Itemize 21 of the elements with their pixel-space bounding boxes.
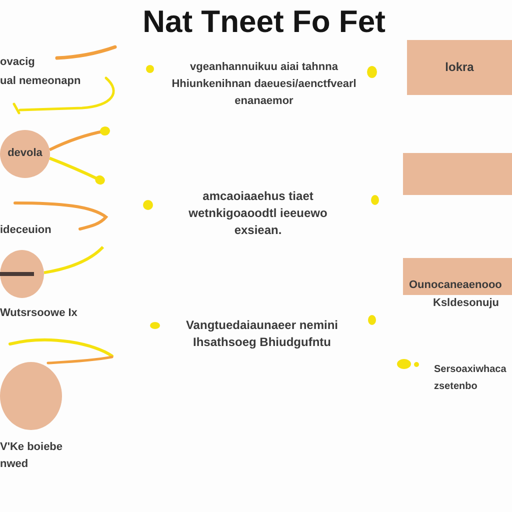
- box-node: [403, 153, 512, 195]
- connector-line: [48, 126, 110, 152]
- oval-node: [0, 250, 44, 298]
- title: Nat Tneet Fo Fet: [142, 4, 386, 40]
- side-label: Sersoaxiwhaca zsetenbo: [434, 363, 508, 394]
- connector-line: [49, 156, 105, 185]
- side-label: V'Ke boiebe nwed: [0, 440, 64, 472]
- body-text: vgeanhannuikuu aiai tahnna Hhiunkenihnan daeuesi/aenctfvearl enanaemor: [170, 60, 358, 109]
- node-label: Ounocaneaenooo: [409, 278, 502, 293]
- side-label: ovacig: [0, 55, 35, 70]
- node-label: devola: [8, 146, 42, 161]
- box-node: [407, 40, 512, 95]
- node-label: lokra: [445, 59, 474, 76]
- oval-node: [0, 130, 50, 178]
- body-text: amcaoiaaehus tiaet wetnkigoaoodtl ieeuewo exsiean.: [188, 188, 328, 239]
- connector-line: [44, 246, 104, 274]
- node-label: Ksldesonuju: [433, 296, 500, 311]
- side-label: ideceuion: [0, 223, 52, 238]
- side-label: Wutsrsoowe Ix: [0, 306, 78, 321]
- body-text: Vangtuedaiaunaeer nemini Ihsathsoeg Bhiudgufntu: [184, 317, 340, 351]
- side-label: ual nemeonapn: [0, 74, 81, 89]
